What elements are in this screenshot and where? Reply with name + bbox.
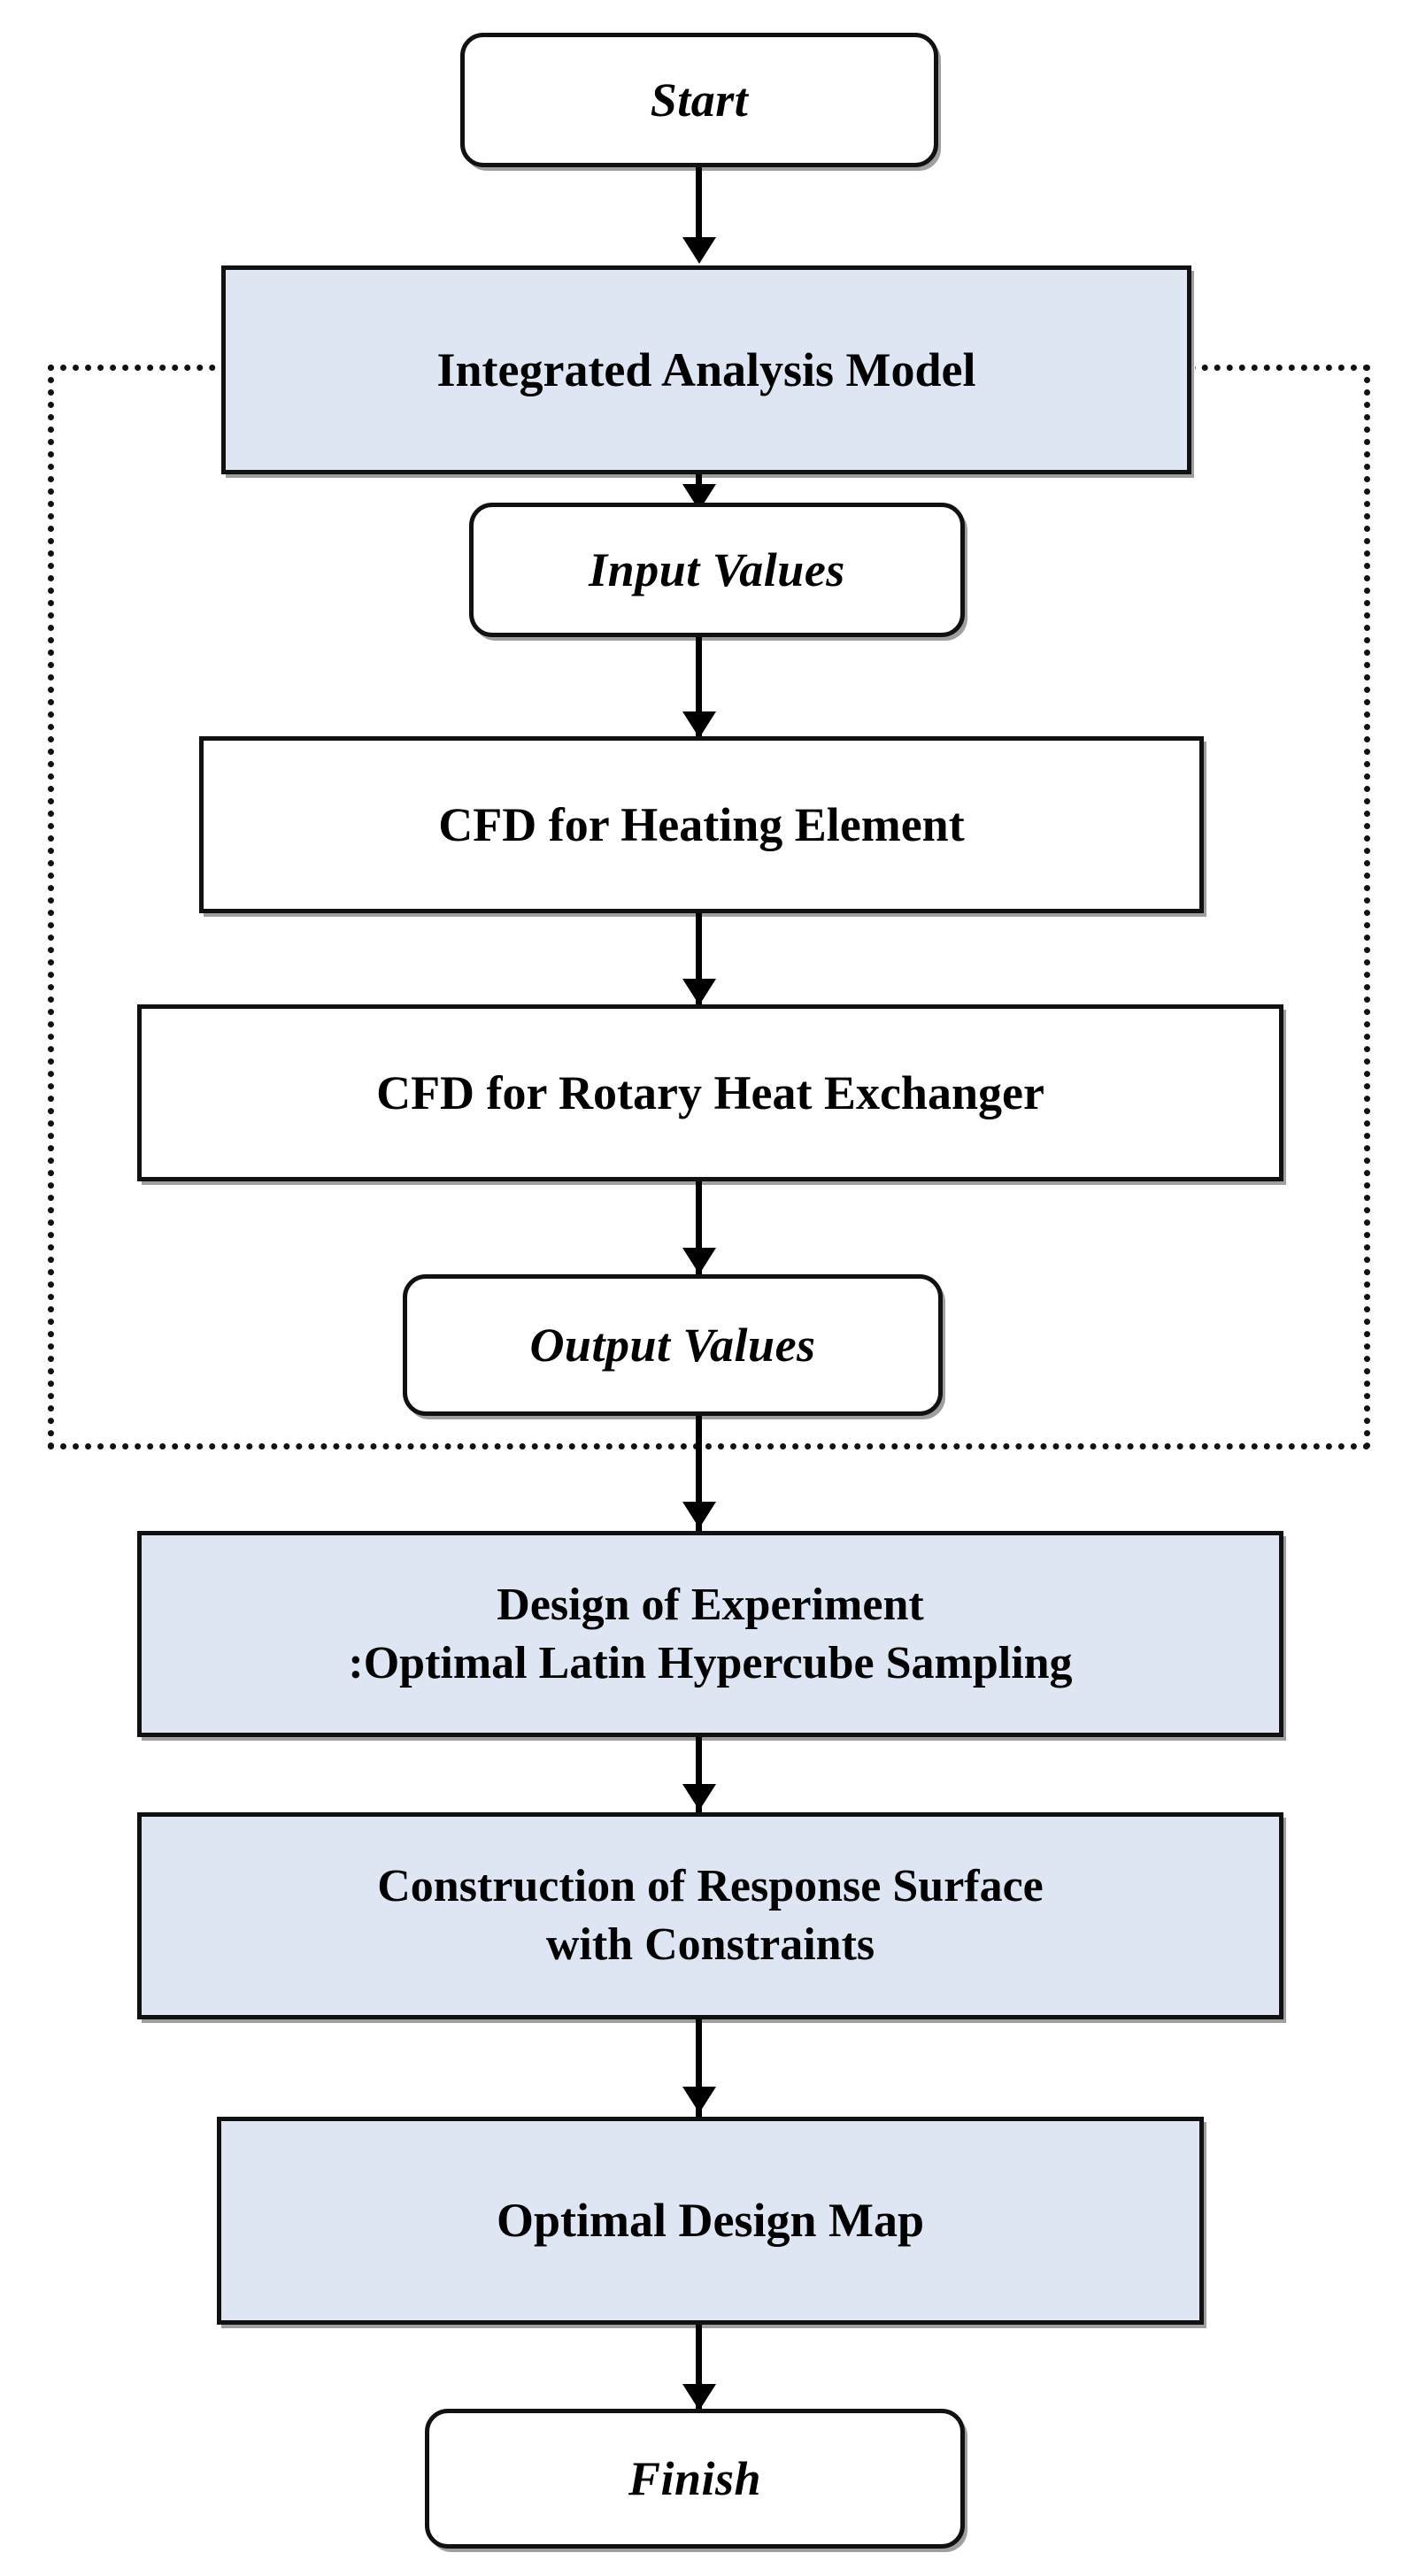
connector-start-to-integrated: [696, 167, 702, 243]
arrowhead-rsm-to-optimal-map: [682, 2087, 716, 2113]
node-integrated-analysis-model[interactable]: Integrated Analysis Model: [221, 265, 1191, 474]
node-cfd-heating-element[interactable]: CFD for Heating Element: [199, 736, 1204, 913]
node-input-values-label: Input Values: [589, 542, 845, 596]
arrowhead-output-to-doe: [682, 1502, 716, 1528]
node-cfd-heating-element-label: CFD for Heating Element: [438, 797, 965, 851]
node-output-values[interactable]: Output Values: [403, 1274, 943, 1416]
node-design-of-experiment-line2: :Optimal Latin Hypercube Sampling: [348, 1637, 1073, 1688]
connector-cfd-rotary-to-output: [696, 1181, 702, 1279]
node-start[interactable]: Start: [460, 33, 938, 167]
node-construction-of-response-surface-label: Construction of Response Surface with Co…: [142, 1857, 1279, 1973]
arrowhead-cfd-heating-to-cfd-rotary: [682, 979, 716, 1005]
arrowhead-input-to-cfd-heating: [682, 711, 716, 738]
connector-cfd-heating-to-cfd-rotary: [696, 913, 702, 1009]
node-start-label: Start: [650, 73, 749, 127]
arrowhead-start-to-integrated: [682, 237, 716, 264]
arrowhead-doe-to-rsm: [682, 1784, 716, 1811]
node-input-values[interactable]: Input Values: [469, 503, 965, 637]
node-optimal-design-map-label: Optimal Design Map: [496, 2194, 925, 2248]
node-cfd-rotary-heat-exchanger-label: CFD for Rotary Heat Exchanger: [376, 1065, 1044, 1119]
node-output-values-label: Output Values: [529, 1318, 816, 1372]
connector-optimal-map-to-finish: [696, 2325, 702, 2410]
node-construction-of-response-surface-line2: with Constraints: [545, 1919, 875, 1970]
node-design-of-experiment-line1: Design of Experiment: [497, 1579, 924, 1630]
connector-doe-to-rsm: [696, 1737, 702, 1815]
node-finish-label: Finish: [628, 2451, 762, 2505]
arrowhead-cfd-rotary-to-output: [682, 1248, 716, 1274]
node-cfd-rotary-heat-exchanger[interactable]: CFD for Rotary Heat Exchanger: [137, 1004, 1283, 1181]
arrowhead-optimal-map-to-finish: [682, 2384, 716, 2411]
node-optimal-design-map[interactable]: Optimal Design Map: [217, 2117, 1204, 2325]
node-construction-of-response-surface-line1: Construction of Response Surface: [377, 1861, 1044, 1912]
node-integrated-analysis-model-label: Integrated Analysis Model: [436, 342, 976, 396]
connector-input-to-cfd-heating: [696, 637, 702, 736]
node-construction-of-response-surface[interactable]: Construction of Response Surface with Co…: [137, 1812, 1283, 2019]
connector-rsm-to-optimal-map: [696, 2019, 702, 2118]
node-design-of-experiment[interactable]: Design of Experiment :Optimal Latin Hype…: [137, 1531, 1283, 1737]
node-design-of-experiment-label: Design of Experiment :Optimal Latin Hype…: [142, 1576, 1279, 1692]
connector-output-to-doe: [696, 1416, 702, 1533]
node-finish[interactable]: Finish: [425, 2409, 965, 2549]
